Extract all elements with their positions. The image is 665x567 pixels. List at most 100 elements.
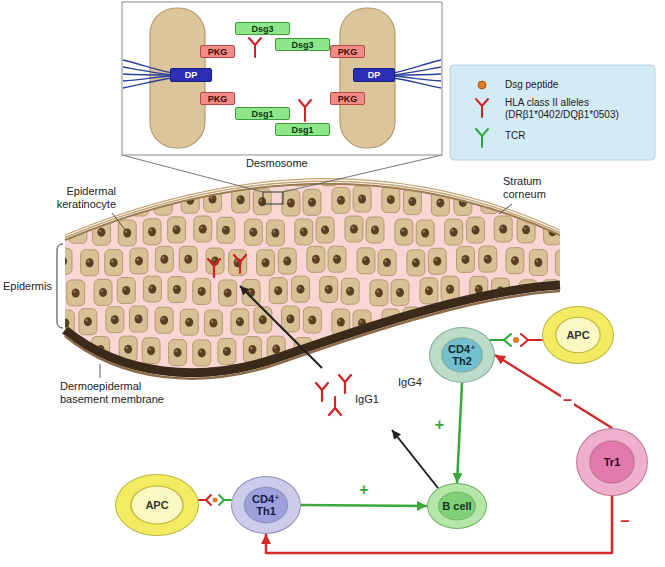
- nucleus: [446, 285, 454, 294]
- keratinocyte: [268, 399, 286, 425]
- cell-node: APC: [542, 306, 614, 364]
- nucleus: [358, 195, 366, 204]
- nucleus-highlight: [426, 288, 428, 290]
- node-label: B cell: [442, 500, 471, 512]
- nucleus-highlight: [385, 260, 387, 262]
- nucleus: [173, 225, 181, 234]
- nucleus-highlight: [363, 258, 365, 260]
- nucleus-highlight: [274, 346, 276, 348]
- hla-symbol: [521, 334, 542, 346]
- nucleus: [199, 406, 207, 415]
- nucleus: [185, 318, 193, 327]
- keratinocyte: [555, 188, 573, 214]
- nucleus: [474, 168, 482, 177]
- nucleus-highlight: [60, 378, 62, 380]
- nucleus: [396, 165, 404, 174]
- keratinocyte: [155, 246, 173, 272]
- nucleus: [160, 316, 168, 325]
- keratinocyte: [218, 338, 236, 364]
- nucleus: [350, 225, 358, 234]
- nucleus: [84, 317, 92, 326]
- nucleus-highlight: [448, 286, 450, 288]
- nucleus-highlight: [101, 290, 103, 292]
- edge-label: +: [433, 417, 446, 433]
- keratinocyte: [278, 248, 296, 274]
- nucleus: [160, 255, 168, 264]
- protein-box: DP: [170, 68, 212, 82]
- nucleus: [321, 225, 329, 234]
- nucleus: [273, 407, 281, 416]
- keratinocyte: [428, 248, 446, 274]
- nucleus-highlight: [485, 256, 487, 258]
- keratinocyte: [130, 248, 148, 274]
- keratinocyte: [467, 217, 485, 243]
- nucleus: [560, 197, 568, 206]
- nucleus-highlight: [348, 168, 350, 170]
- hla-symbol: [199, 495, 211, 505]
- nucleus-highlight: [385, 376, 387, 378]
- nucleus-highlight: [237, 319, 239, 321]
- nucleus: [472, 226, 480, 235]
- igg-antibody: [234, 255, 246, 273]
- keratinocyte: [345, 340, 363, 366]
- nucleus: [159, 378, 167, 387]
- igg-antibody: [299, 100, 311, 121]
- nucleus: [475, 408, 483, 417]
- nucleus: [500, 348, 508, 357]
- nucleus: [436, 198, 444, 207]
- nucleus: [258, 197, 266, 206]
- nucleus: [224, 288, 232, 297]
- nucleus: [350, 348, 358, 357]
- nucleus-highlight: [250, 407, 252, 409]
- nucleus: [511, 256, 519, 265]
- cell-node: Tr1: [576, 428, 648, 496]
- keratinocyte: [470, 399, 488, 425]
- nucleus: [484, 255, 492, 264]
- nucleus-highlight: [326, 170, 328, 172]
- keratinocyte: [395, 219, 413, 245]
- node-label: Dsg3: [251, 24, 273, 34]
- keratinocyte: [328, 246, 346, 272]
- nucleus-highlight: [150, 229, 152, 231]
- nucleus: [425, 407, 433, 416]
- nucleus-highlight: [175, 350, 177, 352]
- cell-node: CD4⁺ Th2: [429, 327, 495, 383]
- nucleus-highlight: [298, 286, 300, 288]
- nucleus-highlight: [326, 287, 328, 289]
- protein-box: Dsg1: [235, 107, 290, 120]
- legend-text: Dsg peptide: [505, 79, 558, 91]
- nucleus: [396, 288, 404, 297]
- keratinocyte: [303, 189, 321, 215]
- node-label: APC: [145, 499, 168, 511]
- nucleus: [400, 345, 408, 354]
- nucleus: [300, 227, 308, 236]
- keratinocyte: [445, 219, 463, 245]
- nucleus: [371, 347, 379, 356]
- nucleus-highlight: [512, 258, 514, 260]
- cell-node: B cell: [427, 483, 487, 529]
- nucleus: [173, 285, 181, 294]
- nucleus: [421, 228, 429, 237]
- nucleus: [333, 255, 341, 264]
- nucleus-highlight: [351, 350, 353, 352]
- intermediate-filament: [393, 76, 441, 81]
- keratinocyte: [320, 276, 338, 302]
- nucleus-highlight: [210, 196, 212, 198]
- nucleus-highlight: [438, 316, 440, 318]
- nucleus: [548, 165, 556, 174]
- nucleus-highlight: [323, 350, 325, 352]
- edge-label: –: [619, 513, 632, 529]
- nucleus-highlight: [485, 380, 487, 382]
- inset-frame: [122, 2, 442, 155]
- keratinocyte: [219, 156, 237, 182]
- nucleus-highlight: [250, 347, 252, 349]
- legend-box: [450, 65, 655, 160]
- nucleus: [374, 405, 382, 414]
- nucleus: [462, 255, 470, 264]
- nucleus-highlight: [501, 226, 503, 228]
- keratinocyte: [192, 158, 210, 184]
- keratinocyte: [416, 220, 434, 246]
- nucleus-highlight: [111, 260, 113, 262]
- nucleus: [223, 405, 231, 414]
